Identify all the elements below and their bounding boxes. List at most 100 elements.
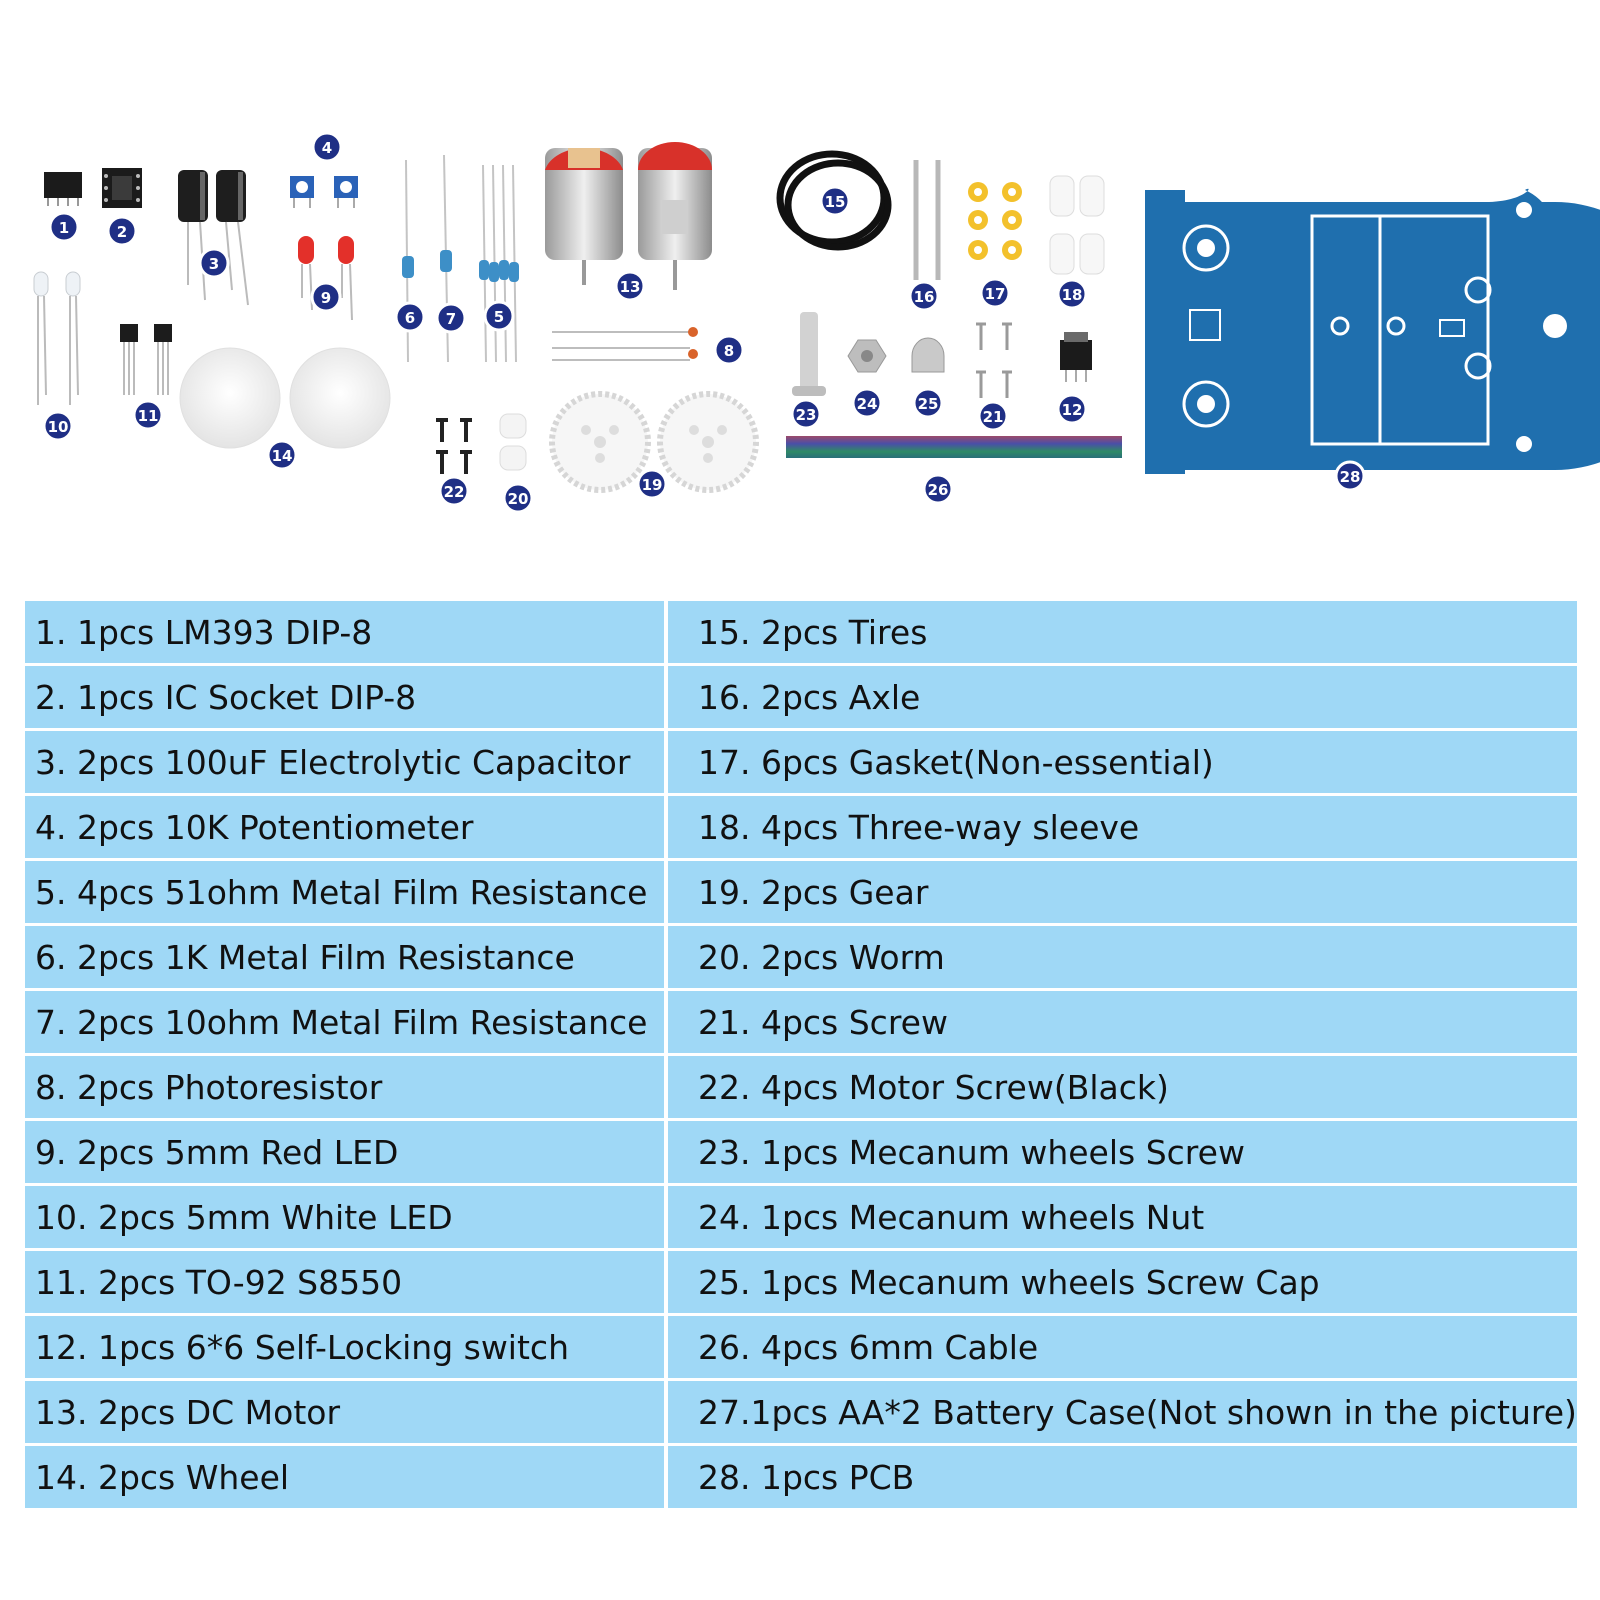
pcb-icon	[1145, 188, 1600, 474]
svg-text:18: 18	[1062, 286, 1083, 304]
part-item-7: 7. 2pcs 10ohm Metal Film Resistance	[25, 991, 668, 1056]
svg-text:24: 24	[857, 395, 878, 413]
part-item-10: 10. 2pcs 5mm White LED	[25, 1186, 668, 1251]
worm-icon	[499, 413, 527, 471]
svg-text:11: 11	[138, 407, 159, 425]
svg-text:7: 7	[446, 310, 456, 328]
photoresistor-icon	[552, 327, 698, 361]
part-item-3: 3. 2pcs 100uF Electrolytic Capacitor	[25, 731, 668, 796]
svg-text:16: 16	[914, 288, 935, 306]
svg-text:4: 4	[322, 139, 332, 157]
badge-14: 14	[266, 439, 298, 471]
red-led-icon	[298, 236, 354, 321]
svg-text:10: 10	[48, 418, 69, 436]
dc-motor-icon	[545, 142, 712, 290]
part-item-12: 12. 1pcs 6*6 Self-Locking switch	[25, 1316, 668, 1381]
axle-icon	[913, 160, 941, 280]
svg-text:15: 15	[825, 193, 846, 211]
potentiometer-icon	[290, 176, 358, 208]
gasket-icon	[968, 182, 1022, 260]
badge-16: 16	[908, 280, 940, 312]
badge-5: 5	[483, 300, 515, 332]
badge-17: 17	[979, 277, 1011, 309]
screw-cap-icon	[911, 337, 945, 373]
part-item-5: 5. 4pcs 51ohm Metal Film Resistance	[25, 861, 668, 926]
wheel-icon	[179, 347, 391, 449]
number-badges: 1 2 3 4 5 6 7 8 9 10 11 12 13 14 15 16 1…	[42, 131, 1366, 514]
svg-text:2: 2	[117, 223, 127, 241]
svg-text:26: 26	[928, 481, 949, 499]
part-item-1: 1. 1pcs LM393 DIP-8	[25, 601, 668, 666]
part-item-17: 17. 6pcs Gasket(Non-essential)	[668, 731, 1577, 796]
badge-20: 20	[502, 482, 534, 514]
three-way-sleeve-icon	[1049, 175, 1105, 275]
badge-2: 2	[106, 215, 138, 247]
electrolytic-capacitor-icon	[178, 170, 249, 306]
badge-4: 4	[311, 131, 343, 163]
badge-22: 22	[438, 475, 470, 507]
part-item-9: 9. 2pcs 5mm Red LED	[25, 1121, 668, 1186]
part-item-27: 27.1pcs AA*2 Battery Case(Not shown in t…	[668, 1381, 1577, 1446]
badge-8: 8	[713, 334, 745, 366]
badge-23: 23	[790, 398, 822, 430]
screw-icon	[976, 322, 1012, 398]
svg-text:28: 28	[1340, 468, 1361, 486]
part-item-23: 23. 1pcs Mecanum wheels Screw	[668, 1121, 1577, 1186]
self-locking-switch-icon	[1060, 332, 1092, 382]
svg-text:19: 19	[642, 476, 663, 494]
svg-text:12: 12	[1062, 401, 1083, 419]
svg-text:17: 17	[985, 285, 1006, 303]
badge-25: 25	[912, 387, 944, 419]
badge-24: 24	[851, 387, 883, 419]
svg-text:9: 9	[321, 289, 331, 307]
cable-icon	[786, 436, 1122, 458]
badge-11: 11	[132, 399, 164, 431]
part-item-4: 4. 2pcs 10K Potentiometer	[25, 796, 668, 861]
tire-icon	[776, 150, 892, 251]
svg-text:21: 21	[983, 408, 1004, 426]
lm393-chip-icon	[44, 172, 82, 206]
svg-text:6: 6	[405, 309, 415, 327]
svg-text:3: 3	[209, 255, 219, 273]
ic-socket-icon	[102, 168, 142, 208]
part-item-16: 16. 2pcs Axle	[668, 666, 1577, 731]
gear-icon	[549, 391, 759, 493]
badge-6: 6	[394, 301, 426, 333]
part-item-26: 26. 4pcs 6mm Cable	[668, 1316, 1577, 1381]
mecanum-screw-icon	[792, 312, 826, 396]
badge-12: 12	[1056, 393, 1088, 425]
badge-26: 26	[922, 473, 954, 505]
badge-19: 19	[636, 468, 668, 500]
part-item-22: 22. 4pcs Motor Screw(Black)	[668, 1056, 1577, 1121]
svg-text:8: 8	[724, 342, 734, 360]
badge-13: 13	[614, 270, 646, 302]
part-item-25: 25. 1pcs Mecanum wheels Screw Cap	[668, 1251, 1577, 1316]
svg-text:25: 25	[918, 395, 939, 413]
badge-10: 10	[42, 410, 74, 442]
badge-3: 3	[198, 247, 230, 279]
badge-1: 1	[48, 211, 80, 243]
part-item-20: 20. 2pcs Worm	[668, 926, 1577, 991]
badge-21: 21	[977, 400, 1009, 432]
part-item-18: 18. 4pcs Three-way sleeve	[668, 796, 1577, 861]
badge-15: 15	[819, 185, 851, 217]
nut-icon	[847, 339, 887, 373]
transistor-icon	[120, 324, 172, 395]
part-item-2: 2. 1pcs IC Socket DIP-8	[25, 666, 668, 731]
part-item-21: 21. 4pcs Screw	[668, 991, 1577, 1056]
parts-illustration: 1 2 3 4 5 6 7 8 9 10 11 12 13 14 15 16 1…	[33, 131, 1600, 514]
part-item-6: 6. 2pcs 1K Metal Film Resistance	[25, 926, 668, 991]
white-led-icon	[33, 271, 81, 405]
svg-text:5: 5	[494, 308, 504, 326]
motor-screw-icon	[436, 418, 472, 474]
parts-list-table: 1. 1pcs LM393 DIP-8 15. 2pcs Tires 2. 1p…	[25, 601, 1577, 1511]
svg-text:13: 13	[620, 278, 641, 296]
resistor-icon	[402, 154, 519, 363]
part-item-8: 8. 2pcs Photoresistor	[25, 1056, 668, 1121]
svg-text:23: 23	[796, 406, 817, 424]
part-item-13: 13. 2pcs DC Motor	[25, 1381, 668, 1446]
badge-9: 9	[310, 281, 342, 313]
part-item-19: 19. 2pcs Gear	[668, 861, 1577, 926]
svg-text:20: 20	[508, 490, 529, 508]
svg-text:14: 14	[272, 447, 293, 465]
